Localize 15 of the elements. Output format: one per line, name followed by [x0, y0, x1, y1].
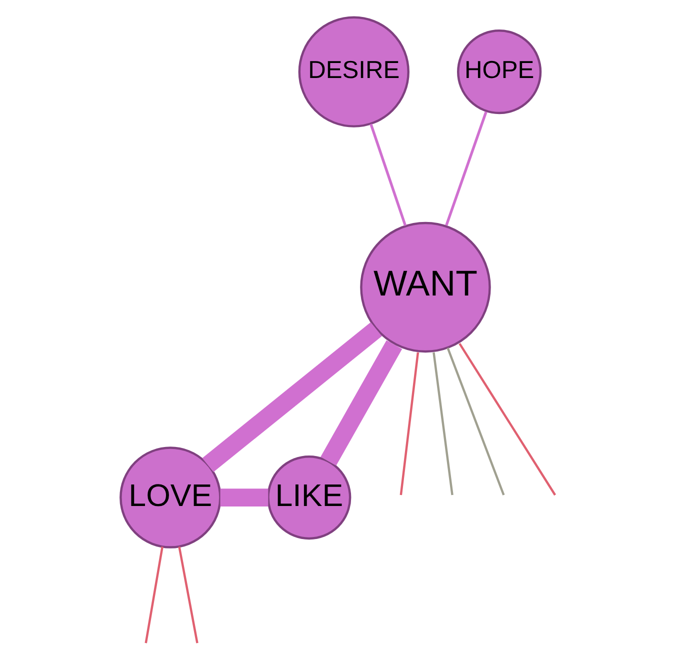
connector — [144, 546, 163, 644]
node-circle: LIKE — [266, 455, 351, 540]
node-circle: LOVE — [119, 446, 221, 548]
connector — [458, 342, 556, 496]
connector — [432, 352, 453, 496]
connector — [369, 124, 406, 226]
connector — [446, 348, 504, 496]
node-circle: DESIRE — [298, 16, 409, 128]
node-circle: WANT — [360, 222, 490, 353]
node-circle: HOPE — [456, 30, 542, 114]
connector — [178, 546, 198, 644]
connector — [202, 322, 382, 472]
connector — [220, 488, 268, 506]
connector — [399, 352, 419, 496]
connector — [444, 111, 487, 226]
